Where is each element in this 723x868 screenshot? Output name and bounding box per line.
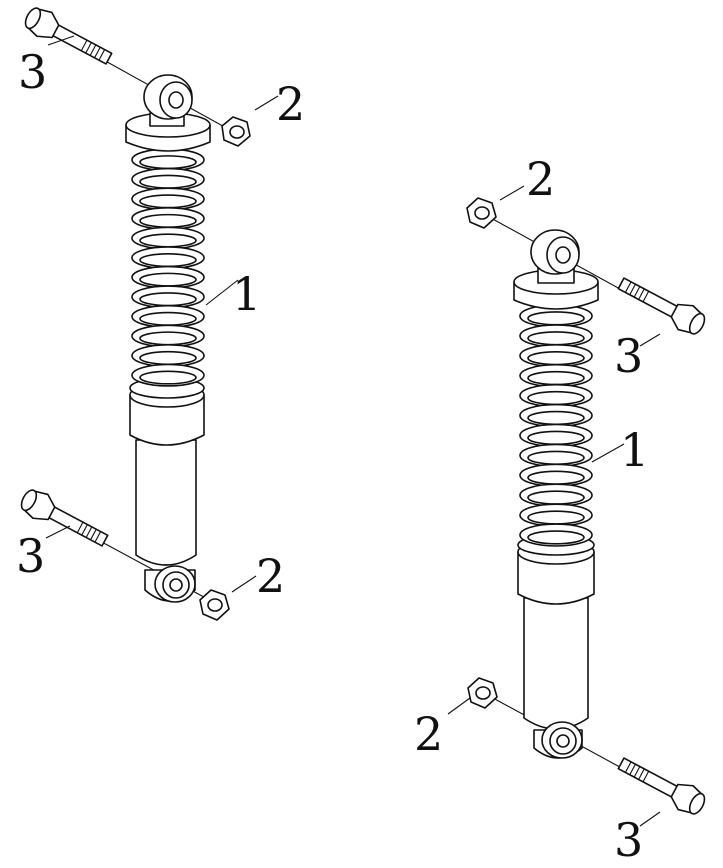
spring-coil-inner bbox=[527, 311, 585, 326]
right-top-bolt bbox=[617, 277, 706, 335]
right-bolt-bottom-label: 3 bbox=[614, 813, 643, 867]
spring-coil-inner bbox=[527, 530, 585, 545]
left-bolt-top-label: 3 bbox=[18, 45, 47, 99]
left-shock-label: 1 bbox=[232, 267, 261, 321]
spring-coil-inner bbox=[139, 350, 197, 366]
left-bottom-bolt bbox=[20, 489, 109, 547]
spring-coil-inner bbox=[527, 450, 585, 465]
left-bottom-nut bbox=[199, 589, 230, 621]
right-bolt-top-label: 3 bbox=[614, 329, 643, 383]
left-bolt-bottom-leader bbox=[45, 525, 71, 539]
right-coil-spring bbox=[519, 304, 593, 547]
spring-coil-inner bbox=[527, 510, 585, 525]
spring-coil-inner bbox=[527, 490, 585, 505]
left-bolt-bottom-label: 3 bbox=[16, 529, 45, 583]
right-bottom-bolt bbox=[617, 757, 706, 815]
spring-coil-inner bbox=[139, 331, 197, 346]
left-coil-spring bbox=[131, 148, 205, 387]
left-assembly: 3 2 1 3 2 bbox=[16, 7, 305, 621]
right-bottom-eye bbox=[533, 721, 583, 759]
spring-coil-inner bbox=[527, 430, 585, 446]
right-top-eye bbox=[530, 229, 580, 275]
right-nut-top-label: 2 bbox=[526, 152, 555, 206]
left-damper-body bbox=[129, 377, 205, 566]
right-damper-body bbox=[517, 534, 595, 730]
right-bolt-top-leader bbox=[639, 333, 661, 347]
left-top-nut bbox=[221, 116, 251, 147]
right-nut-bottom-leader bbox=[447, 697, 471, 715]
right-shock-label: 1 bbox=[620, 423, 649, 477]
spring-coil-inner bbox=[139, 370, 197, 385]
right-shock-leader bbox=[591, 443, 625, 463]
spring-coil-inner bbox=[527, 370, 585, 386]
left-nut-top-label: 2 bbox=[276, 77, 305, 131]
left-nut-top-leader bbox=[254, 95, 279, 111]
right-nut-bottom-label: 2 bbox=[414, 707, 443, 761]
spring-coil-inner bbox=[527, 351, 585, 366]
spring-coil-inner bbox=[139, 194, 197, 209]
right-top-nut bbox=[466, 197, 497, 229]
left-bolt-top-leader bbox=[47, 35, 75, 46]
spring-coil-inner bbox=[527, 390, 585, 406]
spring-coil-inner bbox=[527, 331, 585, 346]
right-assembly: 2 3 1 2 3 bbox=[414, 152, 706, 867]
left-nut-bottom-leader bbox=[231, 575, 257, 593]
left-shock-leader bbox=[205, 279, 239, 306]
left-bottom-eye bbox=[144, 565, 196, 603]
left-top-eye bbox=[143, 74, 193, 120]
spring-coil-inner bbox=[139, 213, 197, 228]
left-nut-bottom-label: 2 bbox=[256, 549, 285, 603]
spring-coil-inner bbox=[527, 410, 585, 426]
spring-coil-inner bbox=[139, 311, 197, 326]
right-bottom-nut bbox=[467, 677, 498, 709]
left-top-bolt bbox=[24, 7, 113, 65]
right-nut-top-leader bbox=[499, 185, 525, 201]
spring-coil-inner bbox=[527, 470, 585, 485]
spring-coil-inner bbox=[139, 174, 197, 189]
spring-coil-inner bbox=[139, 155, 197, 170]
spring-coil-inner bbox=[139, 292, 197, 307]
right-bolt-bottom-leader bbox=[639, 811, 661, 827]
spring-coil-inner bbox=[139, 252, 197, 268]
spring-coil-inner bbox=[139, 233, 197, 248]
spring-coil-inner bbox=[139, 272, 197, 287]
